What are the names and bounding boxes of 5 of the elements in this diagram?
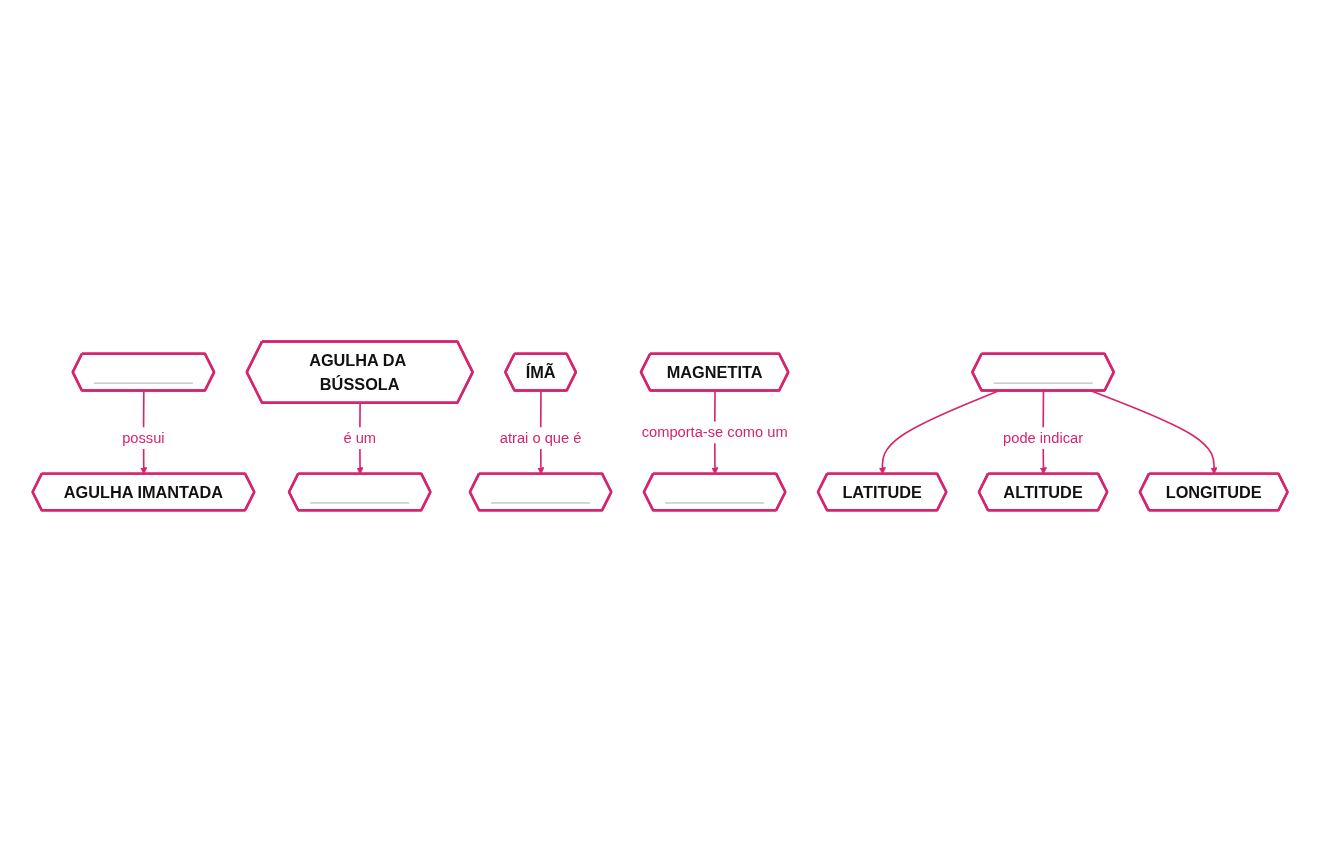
edge-label: pode indicar	[1003, 429, 1084, 446]
edge-label: comporta-se como um	[642, 423, 789, 441]
edge-label: é um	[343, 429, 377, 446]
edge-label: atrai o que é	[500, 429, 582, 446]
edge-label: possui	[122, 429, 166, 446]
